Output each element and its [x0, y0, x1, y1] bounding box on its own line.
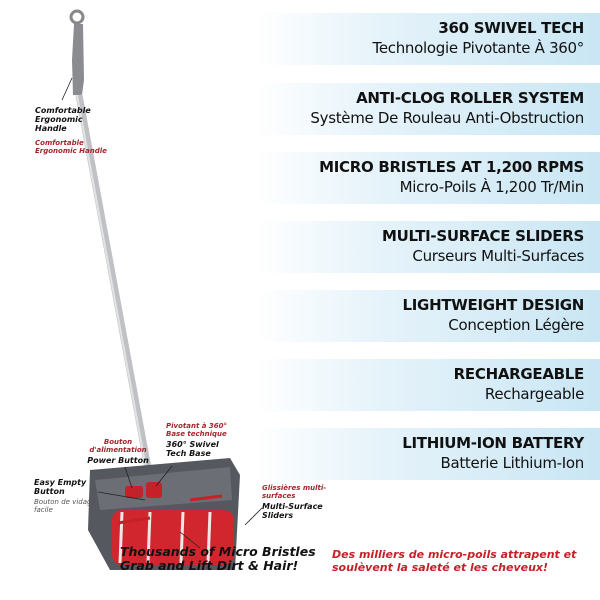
feature-subtitle: Système De Rouleau Anti-Obstruction: [310, 109, 584, 127]
feature-subtitle: Micro-Poils À 1,200 Tr/Min: [399, 178, 585, 196]
handle-pole: [75, 94, 156, 491]
bristles-caption-fr: Des milliers de micro-poils attrapent et…: [332, 548, 577, 574]
feature-panel-anti-clog: ANTI-CLOG ROLLER SYSTEM Système De Roule…: [255, 83, 600, 135]
hang-loop: [69, 9, 85, 25]
feature-title: RECHARGEABLE: [453, 365, 585, 383]
power-callout: Bouton d'alimentation Power Button: [76, 438, 160, 465]
power-button: [125, 486, 143, 498]
handle-label-fr: Comfortable Ergonomic Handle: [35, 139, 107, 155]
swivel-joint: [146, 482, 162, 498]
bristle-roller: [112, 510, 234, 565]
feature-panel-lightweight: LIGHTWEIGHT DESIGN Conception Légère: [255, 290, 600, 342]
feature-subtitle: Conception Légère: [448, 316, 584, 334]
swivel-callout: Pivotant à 360° Base technique 360° Swiv…: [166, 422, 240, 458]
feature-subtitle: Rechargeable: [484, 385, 584, 403]
empty-callout: Easy Empty Button Bouton de vidage facil…: [34, 478, 96, 514]
feature-title: MICRO BRISTLES AT 1,200 RPMS: [319, 158, 584, 176]
sliders-callout: Glissières multi-surfaces Multi-Surface …: [262, 484, 334, 520]
feature-title: MULTI-SURFACE SLIDERS: [381, 227, 584, 245]
sliders-label-fr: Glissières multi-surfaces: [262, 484, 327, 500]
feature-panel-sliders: MULTI-SURFACE SLIDERS Curseurs Multi-Sur…: [255, 221, 600, 273]
handle-label-en: Comfortable Ergonomic Handle: [35, 106, 91, 133]
feature-title: ANTI-CLOG ROLLER SYSTEM: [356, 89, 584, 107]
power-label-en: Power Button: [87, 456, 149, 465]
feature-panel-swivel: 360 SWIVEL TECH Technologie Pivotante À …: [255, 13, 600, 65]
feature-panel-rechargeable: RECHARGEABLE Rechargeable: [255, 359, 600, 411]
power-label-fr: Bouton d'alimentation: [89, 438, 147, 454]
sliders-label-en: Multi-Surface Sliders: [262, 502, 323, 520]
feature-title: 360 SWIVEL TECH: [438, 19, 584, 37]
feature-subtitle: Batterie Lithium-Ion: [440, 454, 584, 472]
swivel-label-en: 360° Swivel Tech Base: [166, 440, 219, 458]
feature-panel-bristles: MICRO BRISTLES AT 1,200 RPMS Micro-Poils…: [255, 152, 600, 204]
feature-panel-battery: LITHIUM-ION BATTERY Batterie Lithium-Ion: [255, 428, 600, 480]
feature-title: LITHIUM-ION BATTERY: [402, 434, 584, 452]
ergonomic-grip: [72, 24, 84, 95]
handle-callout: Comfortable Ergonomic Handle Comfortable…: [35, 106, 107, 155]
bristles-caption-en: Thousands of Micro Bristles Grab and Lif…: [120, 544, 316, 573]
swivel-label-fr: Pivotant à 360° Base technique: [166, 422, 228, 438]
feature-subtitle: Curseurs Multi-Surfaces: [412, 247, 584, 265]
feature-title: LIGHTWEIGHT DESIGN: [402, 296, 585, 314]
empty-label-en: Easy Empty Button: [34, 478, 87, 496]
feature-subtitle: Technologie Pivotante À 360°: [372, 39, 585, 57]
empty-label-fr: Bouton de vidage facile: [34, 498, 96, 514]
